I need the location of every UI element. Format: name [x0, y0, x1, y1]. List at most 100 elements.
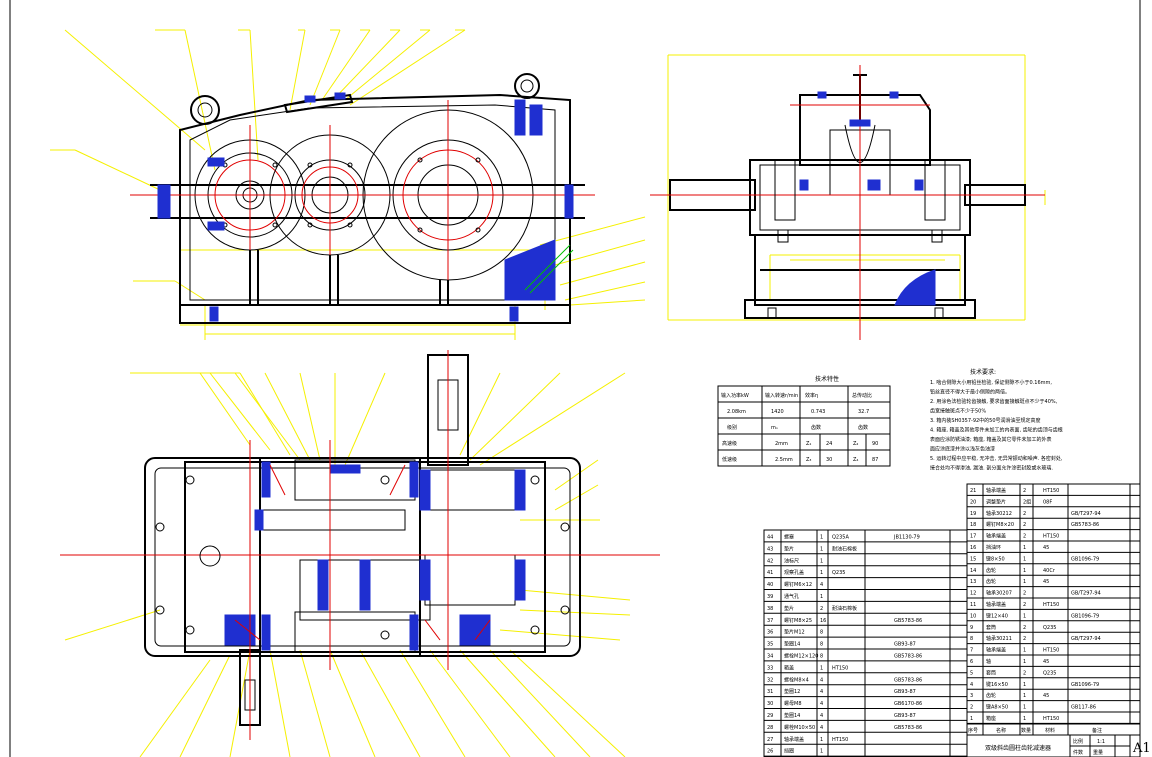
- bom-right-cell: 1: [1023, 716, 1026, 722]
- bom-right-cell: 键8×50: [986, 555, 1005, 562]
- params-row-cell: Z₁: [806, 441, 811, 447]
- bom-left-cell: 4: [820, 689, 823, 695]
- requirement-line: 表面应涂防锈油漆; 箱座, 箱盖及其它零件未加工的外表: [930, 436, 1051, 443]
- scale-value: 1:1: [1097, 739, 1105, 745]
- bom-right-cell: GB5783-86: [1071, 522, 1099, 528]
- params-row-cell: 24: [826, 441, 832, 447]
- bom-right-cell: 1: [970, 716, 973, 722]
- bom-right-cell: 21: [970, 488, 976, 494]
- bom-right-cell: 2: [1023, 511, 1026, 517]
- bom-left-cell: GB93-87: [894, 689, 916, 695]
- params-row-cell: 低速级: [722, 456, 737, 463]
- bom-left-cell: 30: [767, 701, 773, 707]
- bom-left-cell: 29: [767, 713, 773, 719]
- params-row-cell: 2mm: [775, 441, 788, 447]
- bom-left-cell: 38: [767, 606, 773, 612]
- bom-right-cell: 17: [970, 534, 976, 540]
- bom-left-cell: 垫圈12: [784, 688, 800, 695]
- bom-left-cell: GB5783-86: [894, 725, 922, 731]
- bom-right-cell: 2: [1023, 602, 1026, 608]
- bom-right-cell: 键12×40: [986, 612, 1008, 619]
- bom-left-cell: GB93-87: [894, 713, 916, 719]
- bom-right-cell: 调整垫片: [986, 498, 1006, 505]
- bom-left-cell: 39: [767, 594, 773, 600]
- bom-header-cell: 材料: [1045, 727, 1055, 734]
- bom-left-cell: 8: [820, 642, 823, 648]
- bom-left-cell: 2: [820, 606, 823, 612]
- bom-left-cell: 螺塞: [784, 534, 794, 541]
- bom-right-cell: 45: [1043, 693, 1049, 699]
- bom-right-cell: 轴: [986, 658, 991, 665]
- bom-left-cell: 8: [820, 630, 823, 636]
- bom-right-cell: HT150: [1043, 534, 1059, 540]
- bom-header-cell: 名称: [996, 727, 1006, 734]
- bom-right-cell: 轴承30212: [986, 510, 1012, 517]
- bom-right-cell: GB/T297-94: [1071, 636, 1101, 642]
- bom-right-cell: 45: [1043, 545, 1049, 551]
- bom-right-cell: 6: [970, 659, 973, 665]
- bom-right-cell: 套筒: [986, 669, 996, 676]
- bom-right-cell: 45: [1043, 579, 1049, 585]
- bom-left-cell: 41: [767, 570, 773, 576]
- bom-left-cell: HT150: [832, 737, 848, 743]
- bom-right-cell: GB117-86: [1071, 705, 1096, 711]
- bom-left-cell: GB5783-86: [894, 618, 922, 624]
- bom-right-cell: 轴承端盖: [986, 533, 1006, 540]
- bom-right-cell: 2组: [1023, 498, 1031, 505]
- bom-left-cell: 垫片M12: [784, 629, 805, 636]
- bom-header-cell: 序号: [968, 727, 978, 734]
- bom-header-cell: 备注: [1092, 727, 1102, 734]
- params-caption: 技术特性: [815, 375, 839, 383]
- params-value-cell: 1420: [771, 409, 784, 415]
- weight-label: 重量: [1093, 749, 1103, 756]
- bom-right-cell: 15: [970, 556, 976, 562]
- params-row-cell: 高速级: [722, 440, 737, 447]
- bom-right-cell: 1: [1023, 693, 1026, 699]
- bom-right-cell: 轴承端盖: [986, 647, 1006, 654]
- bom-right-cell: 1: [1023, 648, 1026, 654]
- params-header-cell: 输入转速r/min: [765, 392, 798, 399]
- bom-left-cell: 4: [820, 725, 823, 731]
- bom-right-cell: Q235: [1043, 625, 1056, 631]
- bom-left-cell: 1: [820, 665, 823, 671]
- bom-left-cell: 螺栓M8×4: [784, 676, 809, 683]
- bom-right-cell: 箱座: [986, 715, 996, 722]
- bom-left-cell: 通气孔: [784, 593, 799, 600]
- bom-right-cell: 3: [970, 693, 973, 699]
- params-subheader-cell: 级别: [727, 424, 737, 431]
- bom-left-cell: 垫圈14: [784, 641, 800, 648]
- bom-right-cell: HT150: [1043, 648, 1059, 654]
- requirement-line: 接合处均不得渗油, 漏油. 剖分面允许涂密封胶或水玻璃.: [930, 465, 1053, 472]
- bom-left-cell: 4: [820, 677, 823, 683]
- requirement-line: 面应涂底漆并涂以浅灰色油漆: [930, 446, 995, 453]
- params-value-cell: 0.743: [811, 409, 825, 415]
- bom-left-cell: 4: [820, 701, 823, 707]
- params-subheader-cell: mₙ: [771, 425, 778, 431]
- bom-right-cell: 45: [1043, 659, 1049, 665]
- bom-left-cell: 37: [767, 618, 773, 624]
- requirement-line: 1. 啮合侧隙大小用铅丝检验, 保证侧隙不小于0.16mm,: [930, 379, 1052, 386]
- bom-left-cell: 8: [820, 654, 823, 660]
- side-view: [650, 54, 1046, 340]
- bom-left-cell: 垫片: [784, 605, 794, 612]
- bom-right-cell: 2: [1023, 534, 1026, 540]
- bom-left-cell: 油标尺: [784, 557, 799, 564]
- params-header-cell: 效率η: [805, 392, 818, 399]
- bom-right-cell: 2: [1023, 670, 1026, 676]
- params-subheader-cell: 齿数: [811, 424, 821, 431]
- bom-right-cell: 齿轮: [986, 567, 996, 574]
- bom-right-cell: 08F: [1043, 499, 1052, 505]
- params-row-cell: 90: [872, 441, 878, 447]
- params-value-cell: 32.7: [858, 409, 869, 415]
- bom-right-cell: HT150: [1043, 602, 1059, 608]
- bom-right-cell: GB1096-79: [1071, 682, 1099, 688]
- bom-right-cell: 1: [1023, 659, 1026, 665]
- bom-right-cell: 2: [1023, 522, 1026, 528]
- bom-right-cell: 18: [970, 522, 976, 528]
- bom-left-cell: 1: [820, 737, 823, 743]
- plan-view: [60, 350, 660, 757]
- bom-right-cell: 8: [970, 636, 973, 642]
- bom-header-cell: 数量: [1021, 727, 1031, 734]
